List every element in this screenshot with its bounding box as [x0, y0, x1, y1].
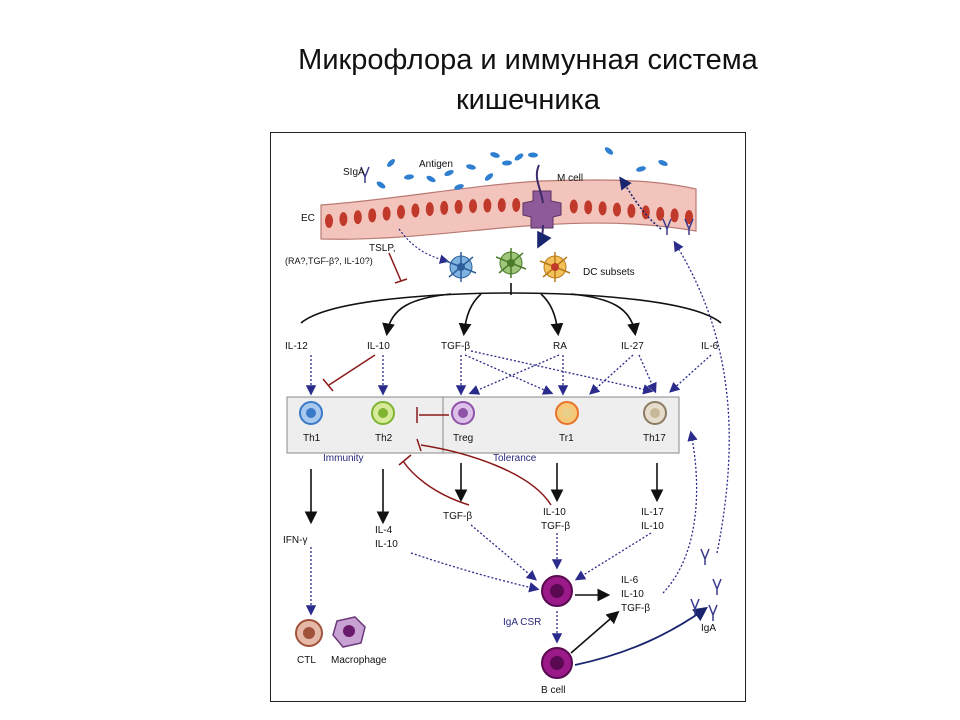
slide-title: Микрофлора и иммунная система кишечника: [0, 40, 960, 120]
il12-label: IL-12: [285, 341, 308, 352]
epithelial-nucleus: [339, 212, 348, 227]
iga-molecules: [690, 548, 722, 621]
macrophage-label: Macrophage: [331, 655, 387, 666]
epithelial-nucleus: [613, 202, 621, 217]
epithelial-nucleus: [454, 199, 463, 214]
tr1-label: Tr1: [559, 433, 574, 444]
epithelial-nucleus: [411, 203, 420, 218]
epithelial-nucleus: [382, 206, 391, 221]
epithelial-nucleus: [325, 214, 333, 228]
th1-label: Th1: [303, 433, 321, 444]
epithelial-nucleus: [627, 203, 636, 218]
m-cell: [522, 164, 562, 249]
epithelial-nucleus: [353, 210, 362, 225]
antigen-label: Antigen: [419, 159, 453, 170]
antigen-particle: [484, 173, 494, 181]
tr1-cell: [555, 401, 579, 425]
slide-title-line-1: Микрофлора и иммунная система: [298, 44, 758, 76]
macrophage-cell: [332, 616, 366, 648]
epithelial-nucleus: [685, 210, 693, 224]
epithelial-nucleus: [670, 208, 679, 223]
siga-label: SIgA: [343, 167, 365, 178]
antigen-particle: [528, 152, 538, 158]
iga-csr-label: IgA CSR: [503, 617, 541, 628]
antigen-particle: [490, 152, 500, 158]
th1-cell: [299, 401, 323, 425]
antigen-particle: [514, 153, 524, 161]
ctl-label: CTL: [297, 655, 316, 666]
antigen-particle: [454, 184, 464, 190]
epithelial-nuclei: [325, 197, 693, 228]
antigen-particle: [387, 159, 395, 167]
treg-label: Treg: [453, 433, 473, 444]
siga-molecule: [360, 166, 694, 235]
iga-label: IgA: [701, 623, 716, 634]
epithelial-nucleus: [397, 204, 405, 219]
b-cell-lower: [541, 647, 573, 679]
dc-subsets: [445, 248, 571, 282]
epithelial-nucleus: [368, 208, 377, 223]
tgfb-bc-label: TGF-β: [621, 603, 650, 614]
il6-label: IL-6: [701, 341, 719, 352]
slide-title-line-2: кишечника: [455, 84, 601, 116]
il10-th17-label: IL-10: [641, 521, 664, 532]
immunity-label: Immunity: [323, 453, 364, 464]
ctl-cell: [295, 619, 323, 647]
dc-subsets-label: DC subsets: [583, 267, 635, 278]
il17-label: IL-17: [641, 507, 664, 518]
antigen-particle: [466, 164, 476, 170]
ra-label: RA: [553, 341, 567, 352]
antigen-particle: [636, 166, 646, 172]
ec-label: EC: [301, 213, 315, 224]
antigen-particle: [426, 175, 436, 183]
b-cell-upper: [541, 575, 573, 607]
antigen-particle: [404, 174, 414, 180]
antigen-particle: [376, 181, 386, 189]
tolerance-label: Tolerance: [493, 453, 537, 464]
b-cell-label: B cell: [541, 685, 565, 696]
tgfb-treg-label: TGF-β: [443, 511, 472, 522]
m-cell-label: M cell: [557, 173, 583, 184]
il10-b-label: IL-10: [375, 539, 398, 550]
epithelial-nucleus: [598, 201, 607, 216]
tgfb-label: TGF-β: [441, 341, 470, 352]
epithelial-nucleus: [641, 205, 650, 220]
th2-cell: [371, 401, 395, 425]
antigen-particles: [376, 147, 668, 190]
il27-label: IL-27: [621, 341, 644, 352]
tgfb-tr1-label: TGF-β: [541, 521, 570, 532]
antigen-particle: [444, 169, 454, 177]
tslp-label-1: TSLP,: [369, 243, 396, 254]
epithelial-nucleus: [425, 202, 434, 217]
il6-b-label: IL-6: [621, 575, 639, 586]
il10-bc-label: IL-10: [621, 589, 644, 600]
th17-cell: [643, 401, 667, 425]
il10-label: IL-10: [367, 341, 390, 352]
epithelium: [320, 179, 697, 240]
il4-label: IL-4: [375, 525, 393, 536]
th2-label: Th2: [375, 433, 393, 444]
epithelial-nucleus: [512, 197, 521, 212]
antigen-particle: [502, 160, 512, 166]
tslp-label-2: (RA?,TGF-β?, IL-10?): [285, 256, 373, 266]
th17-label: Th17: [643, 433, 666, 444]
immune-diagram-svg: SIgA Antigen M cell EC TSLP, (RA?,TGF-β?…: [283, 147, 730, 696]
immune-diagram: SIgA Antigen M cell EC TSLP, (RA?,TGF-β?…: [270, 132, 746, 702]
antigen-particle: [658, 159, 668, 167]
epithelial-nucleus: [497, 198, 506, 213]
ifn-label: IFN-γ: [283, 535, 307, 546]
il10-tr1-label: IL-10: [543, 507, 566, 518]
treg-cell: [451, 401, 475, 425]
epithelial-nucleus: [483, 198, 492, 213]
epithelial-nucleus: [584, 200, 593, 215]
epithelial-nucleus: [656, 206, 665, 221]
epithelial-nucleus: [569, 199, 578, 214]
epithelial-nucleus: [469, 199, 477, 214]
epithelial-nucleus: [440, 200, 449, 215]
antigen-particle: [604, 147, 614, 155]
